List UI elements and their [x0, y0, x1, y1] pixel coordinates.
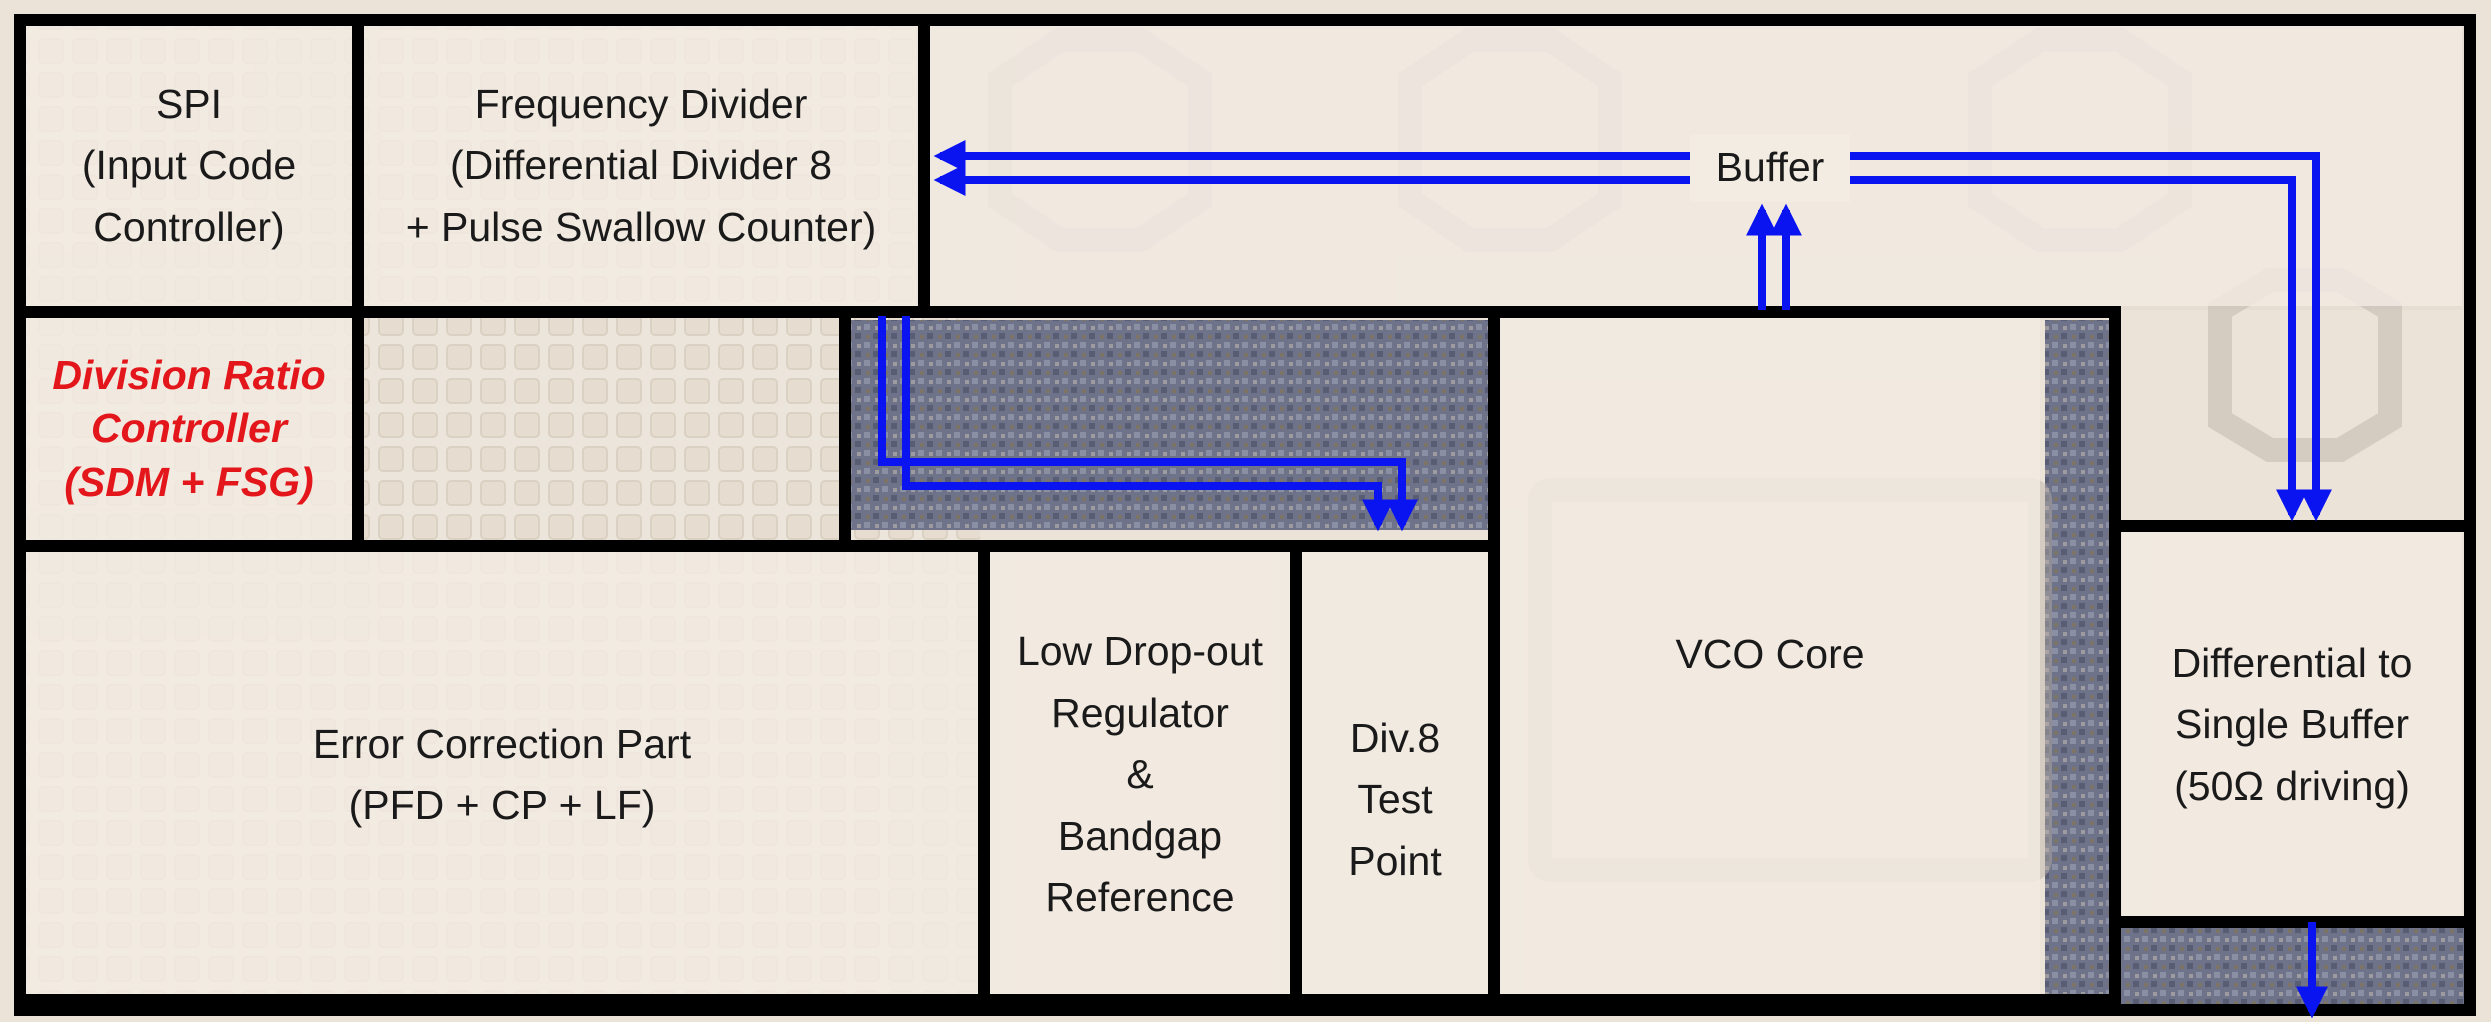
division-ratio-panel [26, 318, 352, 540]
ldo-panel [990, 552, 1290, 998]
buffer-to-diff-arrow-2 [1840, 176, 2308, 522]
vco-core-label: VCO Core [1675, 631, 1865, 678]
buffer-to-diff-arrow-1 [1840, 152, 2332, 522]
diff-buffer-block [2109, 520, 2476, 928]
noise-region-right [2045, 320, 2115, 1010]
buffer-label: Buffer [1690, 134, 1850, 202]
ldo-label: Low Drop-out Regulator & Bandgap Referen… [1016, 628, 1264, 921]
spi-label: SPI (Input Code Controller) [81, 80, 297, 250]
vco-panel [1500, 318, 2040, 998]
freq-divider-label: Frequency Divider (Differential Divider … [405, 80, 877, 250]
freq-divider-block [352, 14, 930, 318]
div8-panel [1302, 552, 1488, 998]
diff-buffer-label: Differential to Single Buffer (50Ω drivi… [2171, 639, 2413, 809]
division-ratio-label: Division Ratio Controller (SDM + FSG) [52, 352, 326, 505]
divider-to-testpoint-arrow-1 [878, 316, 1418, 532]
freq-divider-panel [362, 26, 916, 306]
lower-region-border [20, 306, 2121, 1006]
error-correction-label: Error Correction Part (PFD + CP + LF) [312, 720, 692, 829]
div8-test-label: Div.8 Test Point [1348, 714, 1442, 884]
divider-to-testpoint-arrow-2 [902, 316, 1394, 532]
diff-buffer-panel [2122, 532, 2462, 916]
error-correction-panel [26, 552, 978, 998]
noise-region-mid [850, 320, 1500, 530]
spi-panel [26, 26, 352, 306]
